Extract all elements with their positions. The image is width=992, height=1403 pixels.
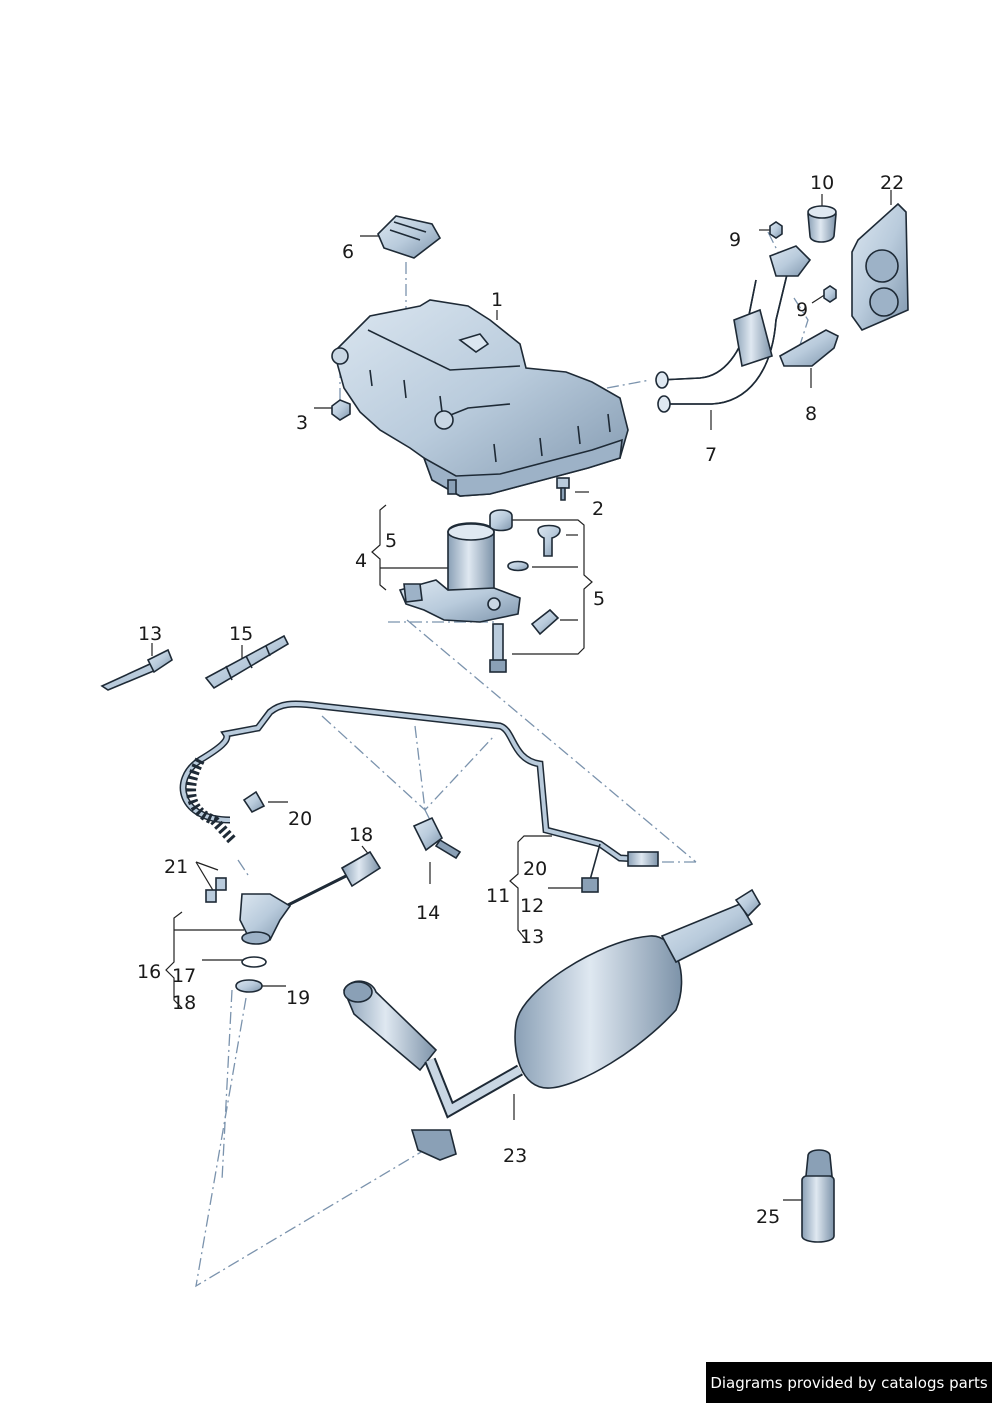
bracket-8: [778, 329, 839, 367]
part-label-20-bracket: 20: [523, 858, 547, 880]
part-label-10: 10: [810, 172, 834, 194]
part-label-8: 8: [805, 403, 817, 425]
part-label-12: 12: [520, 895, 544, 917]
part-label-3: 3: [296, 412, 308, 434]
part-label-19: 19: [286, 987, 310, 1009]
hose-line: [179, 700, 659, 893]
part-label-13-tie: 13: [138, 623, 162, 645]
part-label-23: 23: [503, 1145, 527, 1167]
bolt-2: [556, 477, 570, 501]
nut-3: [331, 399, 351, 421]
sensor-18: [285, 850, 382, 908]
part-label-21: 21: [164, 856, 188, 878]
part-label-9-top: 9: [729, 229, 741, 251]
pump-module: [398, 509, 561, 673]
part-label-17: 17: [172, 965, 196, 987]
part-label-1: 1: [491, 289, 503, 311]
tank-assembly: [331, 299, 629, 497]
filler-neck-pipe: [655, 245, 812, 413]
part-label-15: 15: [229, 623, 253, 645]
part-label-11: 11: [486, 885, 510, 907]
part-label-18-sensor: 18: [349, 824, 373, 846]
cable-tie-13: [100, 648, 173, 691]
clip-20: [242, 790, 266, 814]
leader-lines: [151, 190, 892, 1201]
part-label-20-clip: 20: [288, 808, 312, 830]
part-label-16: 16: [137, 961, 161, 983]
part-label-4: 4: [355, 550, 367, 572]
assembly-lines: [195, 231, 809, 1288]
part-labels: 1 2 3 4 5 5 6 7 8 9 9 10 11 12 13 13 14 …: [137, 172, 904, 1228]
part-label-7: 7: [705, 444, 717, 466]
part-label-9-mid: 9: [796, 299, 808, 321]
part-label-5-right: 5: [593, 588, 605, 610]
exhaust-silencer-23: [343, 888, 761, 1161]
filler-cap-10: [807, 205, 837, 243]
part-label-14: 14: [416, 902, 440, 924]
credit-banner: Diagrams provided by catalogs parts: [706, 1362, 992, 1403]
part-label-2: 2: [592, 498, 604, 520]
part-label-22: 22: [880, 172, 904, 194]
part-label-18-bracket: 18: [172, 992, 196, 1014]
part-label-6: 6: [342, 241, 354, 263]
part-label-13-bracket: 13: [520, 926, 544, 948]
bracket-6: [377, 215, 442, 259]
filler-housing-22: [851, 202, 909, 331]
nuts-9: [769, 221, 837, 303]
bottle-25: [801, 1149, 835, 1243]
part-label-25: 25: [756, 1206, 780, 1228]
clip-15: [204, 634, 290, 690]
injector-group: [205, 877, 292, 993]
connector-14: [412, 816, 462, 860]
part-label-5-left: 5: [385, 530, 397, 552]
